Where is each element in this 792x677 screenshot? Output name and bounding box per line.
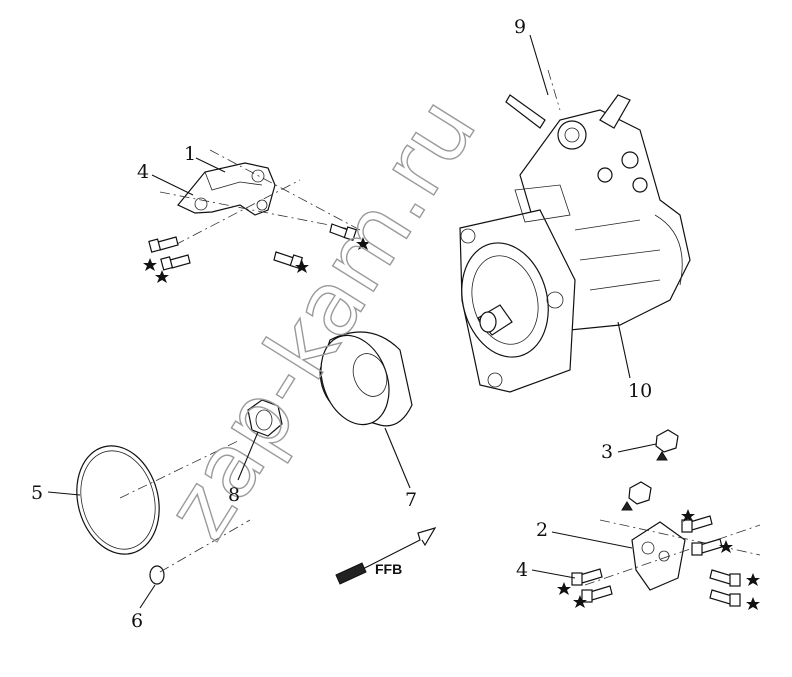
callout-8: 8 bbox=[228, 484, 240, 506]
bolt bbox=[273, 251, 304, 270]
high-pressure-pump bbox=[459, 69, 691, 393]
bolt bbox=[571, 568, 603, 586]
bolt bbox=[581, 585, 613, 603]
bolt bbox=[160, 254, 191, 271]
callout-1: 1 bbox=[184, 143, 196, 165]
bolt bbox=[709, 569, 741, 587]
seal-ring bbox=[149, 519, 251, 585]
warning-marker bbox=[656, 451, 668, 461]
star-marker bbox=[719, 540, 733, 553]
bracket-assembly bbox=[143, 149, 370, 283]
star-marker bbox=[746, 573, 760, 586]
star-marker bbox=[573, 595, 587, 608]
star-marker bbox=[155, 270, 169, 283]
watermark-text: zap-kam.ru bbox=[145, 80, 496, 556]
direction-arrow: FFB bbox=[335, 526, 437, 585]
star-marker bbox=[143, 258, 157, 271]
star-marker bbox=[356, 237, 370, 250]
bolt bbox=[681, 515, 713, 533]
lower-bracket-assembly bbox=[557, 429, 761, 610]
o-ring bbox=[76, 439, 241, 555]
callout-7: 7 bbox=[405, 489, 417, 511]
callout-6: 6 bbox=[131, 610, 143, 632]
star-marker bbox=[681, 509, 695, 522]
callout-2: 2 bbox=[536, 519, 548, 541]
warning-marker bbox=[621, 501, 633, 511]
bolt bbox=[691, 538, 723, 556]
callout-10: 10 bbox=[628, 380, 652, 402]
nut bbox=[628, 481, 652, 505]
callout-4-lower: 4 bbox=[516, 559, 528, 581]
nut bbox=[247, 399, 283, 437]
callout-3: 3 bbox=[601, 441, 613, 463]
leader-lines bbox=[47, 34, 657, 609]
drive-gear bbox=[319, 331, 413, 427]
nut bbox=[655, 429, 679, 453]
star-marker bbox=[557, 582, 571, 595]
direction-label: FFB bbox=[375, 561, 402, 577]
star-marker bbox=[295, 260, 309, 273]
bolt bbox=[709, 589, 741, 607]
callout-9: 9 bbox=[514, 16, 526, 38]
callout-4-upper: 4 bbox=[137, 161, 149, 183]
star-marker bbox=[746, 597, 760, 610]
bolt bbox=[148, 236, 179, 253]
bolt bbox=[329, 223, 358, 242]
callout-5: 5 bbox=[31, 482, 43, 504]
